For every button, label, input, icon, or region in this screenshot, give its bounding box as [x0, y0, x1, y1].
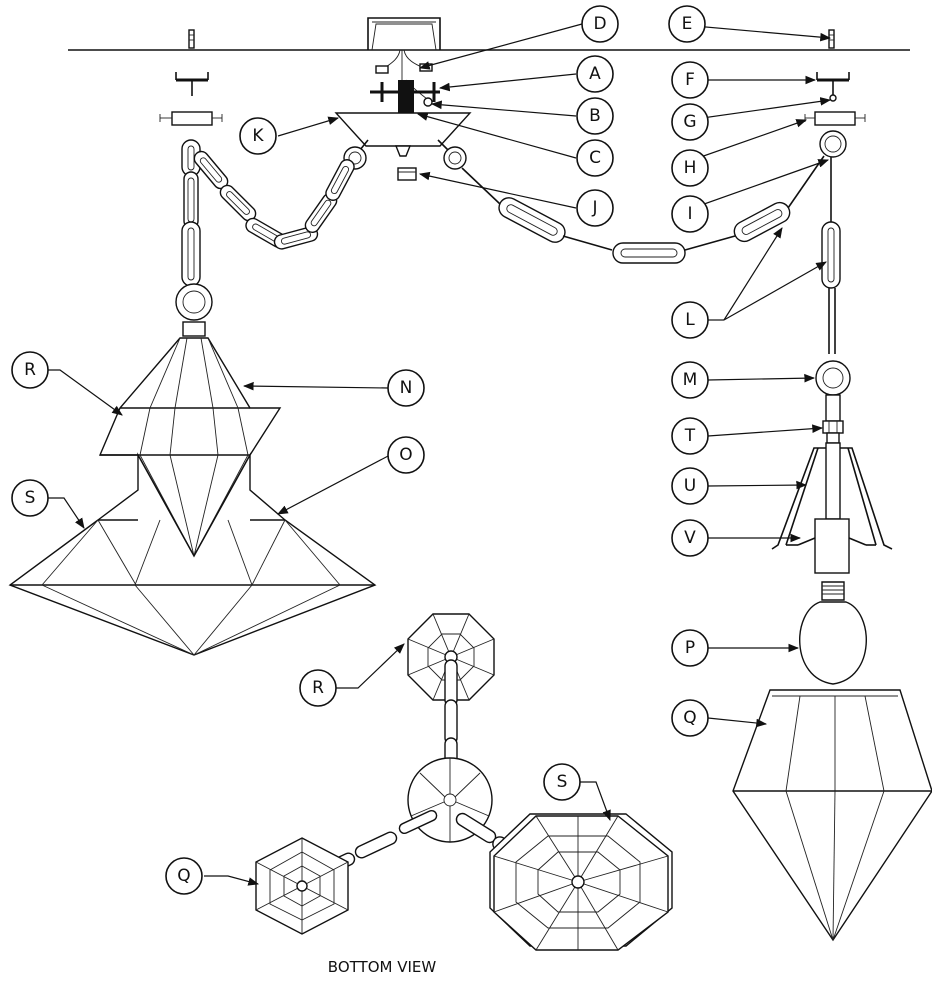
callout-v: V	[671, 519, 709, 557]
light-bulb-p	[799, 581, 867, 685]
callout-b: B	[576, 97, 614, 135]
svg-text:R: R	[312, 678, 324, 698]
svg-text:S: S	[557, 772, 568, 792]
bottom-view-shade-r	[407, 613, 495, 701]
callout-e: E	[668, 5, 706, 43]
svg-text:M: M	[683, 370, 698, 390]
right-canopy	[804, 111, 866, 126]
svg-text:L: L	[685, 310, 695, 330]
callout-q-right: Q	[671, 699, 709, 737]
canopy-loops	[343, 130, 847, 170]
callout-j: J	[576, 189, 614, 227]
svg-text:O: O	[399, 445, 412, 465]
shade-q	[732, 689, 932, 942]
svg-text:P: P	[685, 638, 695, 658]
svg-text:S: S	[25, 488, 36, 508]
svg-text:H: H	[684, 158, 697, 178]
svg-text:A: A	[589, 64, 601, 84]
center-mounting-bracket	[370, 80, 440, 114]
callout-g: G	[671, 103, 709, 141]
junction-box	[367, 17, 441, 51]
left-fixture-ring	[175, 283, 213, 337]
callout-h: H	[671, 149, 709, 187]
upper-shade-r	[98, 337, 282, 558]
svg-text:K: K	[252, 126, 264, 146]
canopy-cover	[397, 167, 417, 181]
bottom-view-caption: BOTTOM VIEW	[327, 958, 437, 976]
svg-text:F: F	[685, 70, 695, 90]
callout-n: N	[387, 369, 425, 407]
svg-text:U: U	[684, 476, 696, 496]
ceiling-screw-right	[828, 29, 835, 49]
right-vertical-chain	[821, 157, 841, 354]
shade-bracket-u	[771, 442, 893, 550]
callout-p: P	[671, 629, 709, 667]
callout-c: C	[576, 139, 614, 177]
bottom-view-shade-q	[255, 837, 349, 935]
callout-r-top: R	[11, 351, 49, 389]
svg-text:I: I	[687, 204, 692, 224]
callout-s-top: S	[11, 479, 49, 517]
left-crossbar	[175, 72, 209, 96]
callout-k: K	[239, 117, 277, 155]
callout-f: F	[671, 61, 709, 99]
bottom-view-shade-s	[489, 813, 673, 951]
svg-text:Q: Q	[683, 708, 696, 728]
svg-text:B: B	[589, 106, 601, 126]
lower-shade-s	[8, 452, 377, 656]
callout-r-bottom: R	[299, 669, 337, 707]
hex-nut-t	[822, 420, 844, 444]
svg-text:D: D	[593, 14, 606, 34]
callout-i: I	[671, 195, 709, 233]
svg-text:Q: Q	[177, 866, 190, 886]
left-canopy	[159, 111, 223, 126]
callout-u: U	[671, 467, 709, 505]
eye-loop-m	[815, 360, 851, 422]
right-swag-chain	[461, 155, 825, 264]
svg-text:R: R	[24, 360, 36, 380]
callout-o: O	[387, 436, 425, 474]
ceiling-screw-left	[188, 29, 195, 49]
svg-text:N: N	[400, 378, 413, 398]
socket-v	[797, 518, 867, 574]
callout-t: T	[671, 417, 709, 455]
svg-text:V: V	[684, 528, 696, 548]
callout-s-bottom: S	[543, 763, 581, 801]
svg-text:E: E	[682, 14, 693, 34]
left-vertical-chain	[181, 139, 201, 287]
callout-d: D	[581, 5, 619, 43]
svg-text:C: C	[589, 148, 601, 168]
callout-m: M	[671, 361, 709, 399]
svg-text:J: J	[591, 198, 597, 218]
callout-a: A	[576, 55, 614, 93]
left-swag-chain	[193, 150, 355, 250]
right-crossbar	[816, 72, 850, 102]
svg-text:G: G	[683, 112, 696, 132]
svg-text:T: T	[684, 426, 696, 446]
callout-l: L	[671, 301, 709, 339]
callout-q-bottom: Q	[165, 857, 203, 895]
